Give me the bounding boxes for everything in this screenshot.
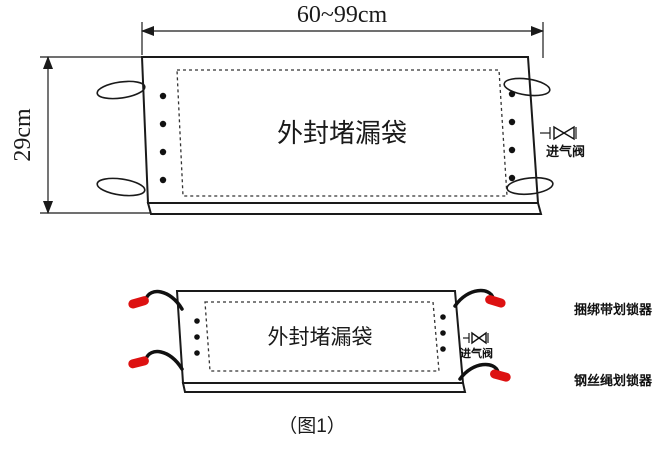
width-dimension: 60~99cm	[141, 2, 544, 58]
hook-right-bottom	[458, 362, 511, 382]
wire-lock-label: 钢丝绳划锁器	[574, 373, 653, 388]
air-valve-label: 进气阀	[460, 346, 493, 360]
rivet-dots-right	[440, 314, 446, 352]
bottom-view: 外封堵漏袋	[128, 288, 653, 393]
bag-bottom-edge	[181, 382, 467, 393]
strap-loop-left-top	[96, 80, 146, 100]
hook-grip	[128, 296, 149, 309]
strap-loop-left-bottom	[96, 177, 146, 197]
air-valve-icon	[540, 125, 577, 141]
width-dimension-label: 60~99cm	[297, 2, 388, 28]
hook-grip	[485, 295, 506, 308]
bag-label: 外封堵漏袋	[277, 118, 407, 148]
hook-left-bottom	[128, 349, 184, 371]
bag-seam-dashed	[204, 301, 440, 372]
rivet-dots-left	[194, 318, 200, 356]
bag-bottom-edge	[146, 202, 543, 215]
air-valve-label: 进气阀	[546, 144, 585, 159]
strap-loop-right-top	[503, 77, 551, 97]
strap-loop-right-bottom	[506, 176, 554, 196]
rivet-dots-right	[508, 90, 516, 182]
strap-lock-label: 捆绑带划锁器	[574, 302, 653, 317]
figure-caption: （图1）	[278, 415, 346, 437]
height-dimension-label: 29cm	[10, 108, 36, 162]
bag-label: 外封堵漏袋	[268, 326, 373, 349]
top-view: 60~99cm 29cm	[10, 2, 585, 215]
hook-right-top	[453, 288, 506, 308]
hook-grip	[490, 369, 511, 382]
height-dimension: 29cm	[10, 56, 150, 214]
air-valve-icon	[463, 331, 489, 345]
rivet-dots-left	[159, 92, 167, 184]
hook-grip	[128, 356, 149, 369]
hook-left-top	[128, 289, 184, 311]
